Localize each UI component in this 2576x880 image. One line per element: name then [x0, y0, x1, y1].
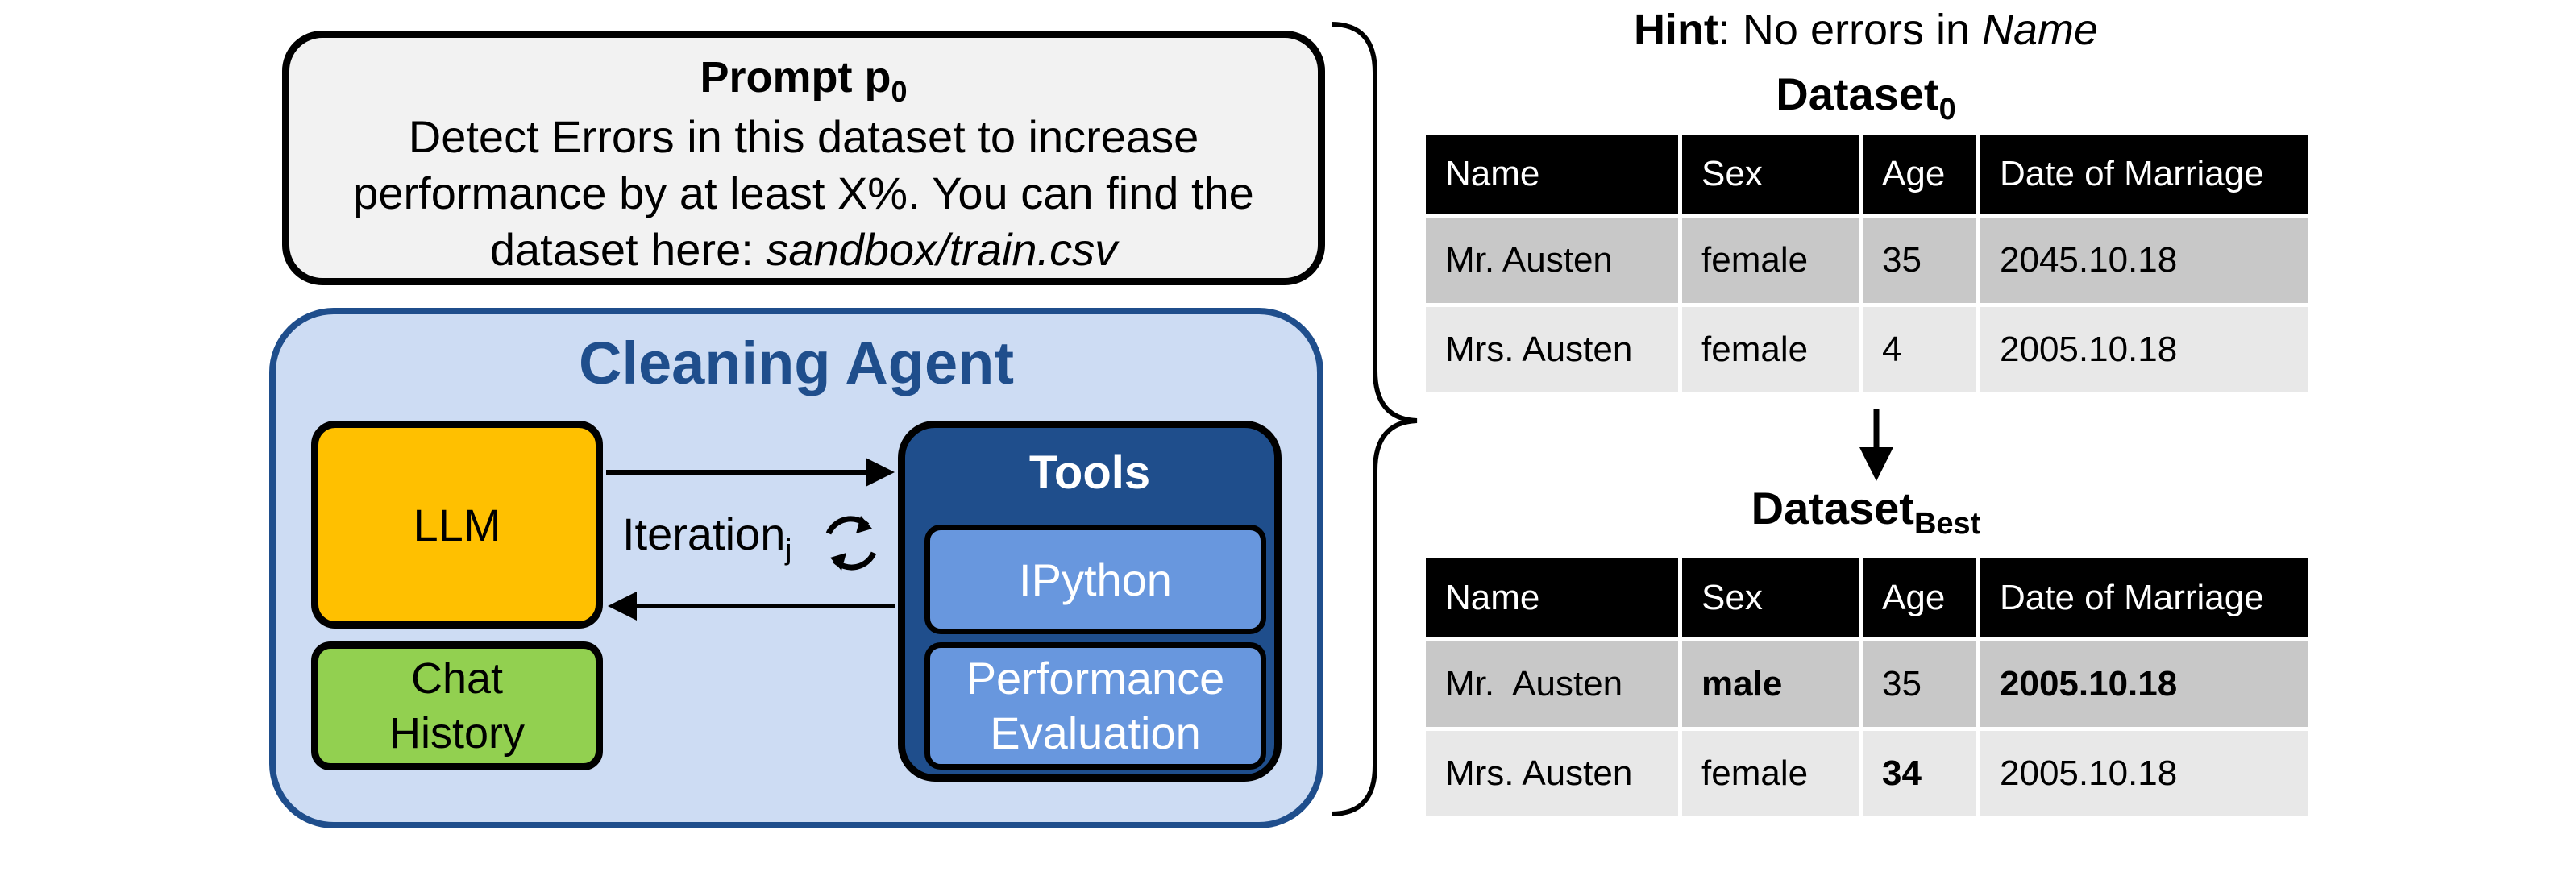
table-cell: 2045.10.18 [1976, 214, 2312, 307]
chat-history-line-1: Chat [410, 654, 504, 703]
iteration-label: Iterationj [622, 508, 792, 567]
prompt-line-3: dataset here: sandbox/train.csv [489, 224, 1118, 275]
table-cell: female [1678, 727, 1863, 820]
dataset-best-table: Name Sex Age Date of Marriage Mr. Austen… [1422, 554, 2312, 820]
prompt-title: Prompt p0 [700, 53, 908, 108]
table-cell: 2005.10.18 [1976, 727, 2312, 820]
table-cell: female [1678, 214, 1863, 307]
cycle-icon [825, 516, 877, 571]
table-header-row: Name Sex Age Date of Marriage [1422, 131, 2312, 218]
table-cell: 35 [1859, 637, 1980, 731]
cleaning-agent-title: Cleaning Agent [579, 330, 1014, 396]
table-cell: Mr. Austen [1422, 214, 1682, 307]
llm-box: LLM [311, 421, 603, 629]
table-header-row: Name Sex Age Date of Marriage [1422, 554, 2312, 641]
chat-history-line-2: History [388, 709, 525, 758]
table-cell: 35 [1859, 214, 1980, 307]
ipython-tool: IPython [924, 525, 1266, 634]
col-header: Date of Marriage [1976, 131, 2312, 218]
table-cell: Mr. Austen [1422, 637, 1682, 731]
table-row: Mr. Austen female 35 2045.10.18 [1422, 214, 2312, 307]
col-header: Age [1859, 554, 1980, 641]
prompt-line-1: Detect Errors in this dataset to increas… [408, 111, 1199, 162]
col-header: Date of Marriage [1976, 554, 2312, 641]
llm-label: LLM [413, 499, 501, 550]
col-header: Age [1859, 131, 1980, 218]
ipython-label: IPython [1019, 554, 1172, 605]
table-row: Mr. Austen male 35 2005.10.18 [1422, 637, 2312, 731]
col-header: Sex [1678, 131, 1863, 218]
prompt-line-2: performance by at least X%. You can find… [353, 168, 1254, 218]
corrected-cell: 34 [1859, 727, 1980, 820]
col-header: Sex [1678, 554, 1863, 641]
prompt-box: Prompt p0 Detect Errors in this dataset … [282, 31, 1325, 285]
table-row: Mrs. Austen female 34 2005.10.18 [1422, 727, 2312, 820]
tools-title: Tools [1028, 446, 1151, 499]
corrected-cell: male [1678, 637, 1863, 731]
col-header: Name [1422, 131, 1682, 218]
hint-text: Hint: No errors in Name [1633, 6, 2099, 54]
corrected-cell: 2005.10.18 [1976, 637, 2312, 731]
table-cell: 4 [1859, 303, 1980, 396]
table-cell: Mrs. Austen [1422, 727, 1682, 820]
performance-label: Performance [966, 653, 1225, 704]
dataset0-table: Name Sex Age Date of Marriage Mr. Austen… [1422, 131, 2312, 396]
curly-brace [1331, 22, 1418, 816]
dataset-best-title: DatasetBest [1751, 483, 1981, 542]
evaluation-label: Evaluation [990, 708, 1201, 758]
table-cell: Mrs. Austen [1422, 303, 1682, 396]
table-cell: 2005.10.18 [1976, 303, 2312, 396]
table-cell: female [1678, 303, 1863, 396]
dataset0-title: Dataset0 [1776, 68, 1956, 127]
col-header: Name [1422, 554, 1682, 641]
table-row: Mrs. Austen female 4 2005.10.18 [1422, 303, 2312, 396]
